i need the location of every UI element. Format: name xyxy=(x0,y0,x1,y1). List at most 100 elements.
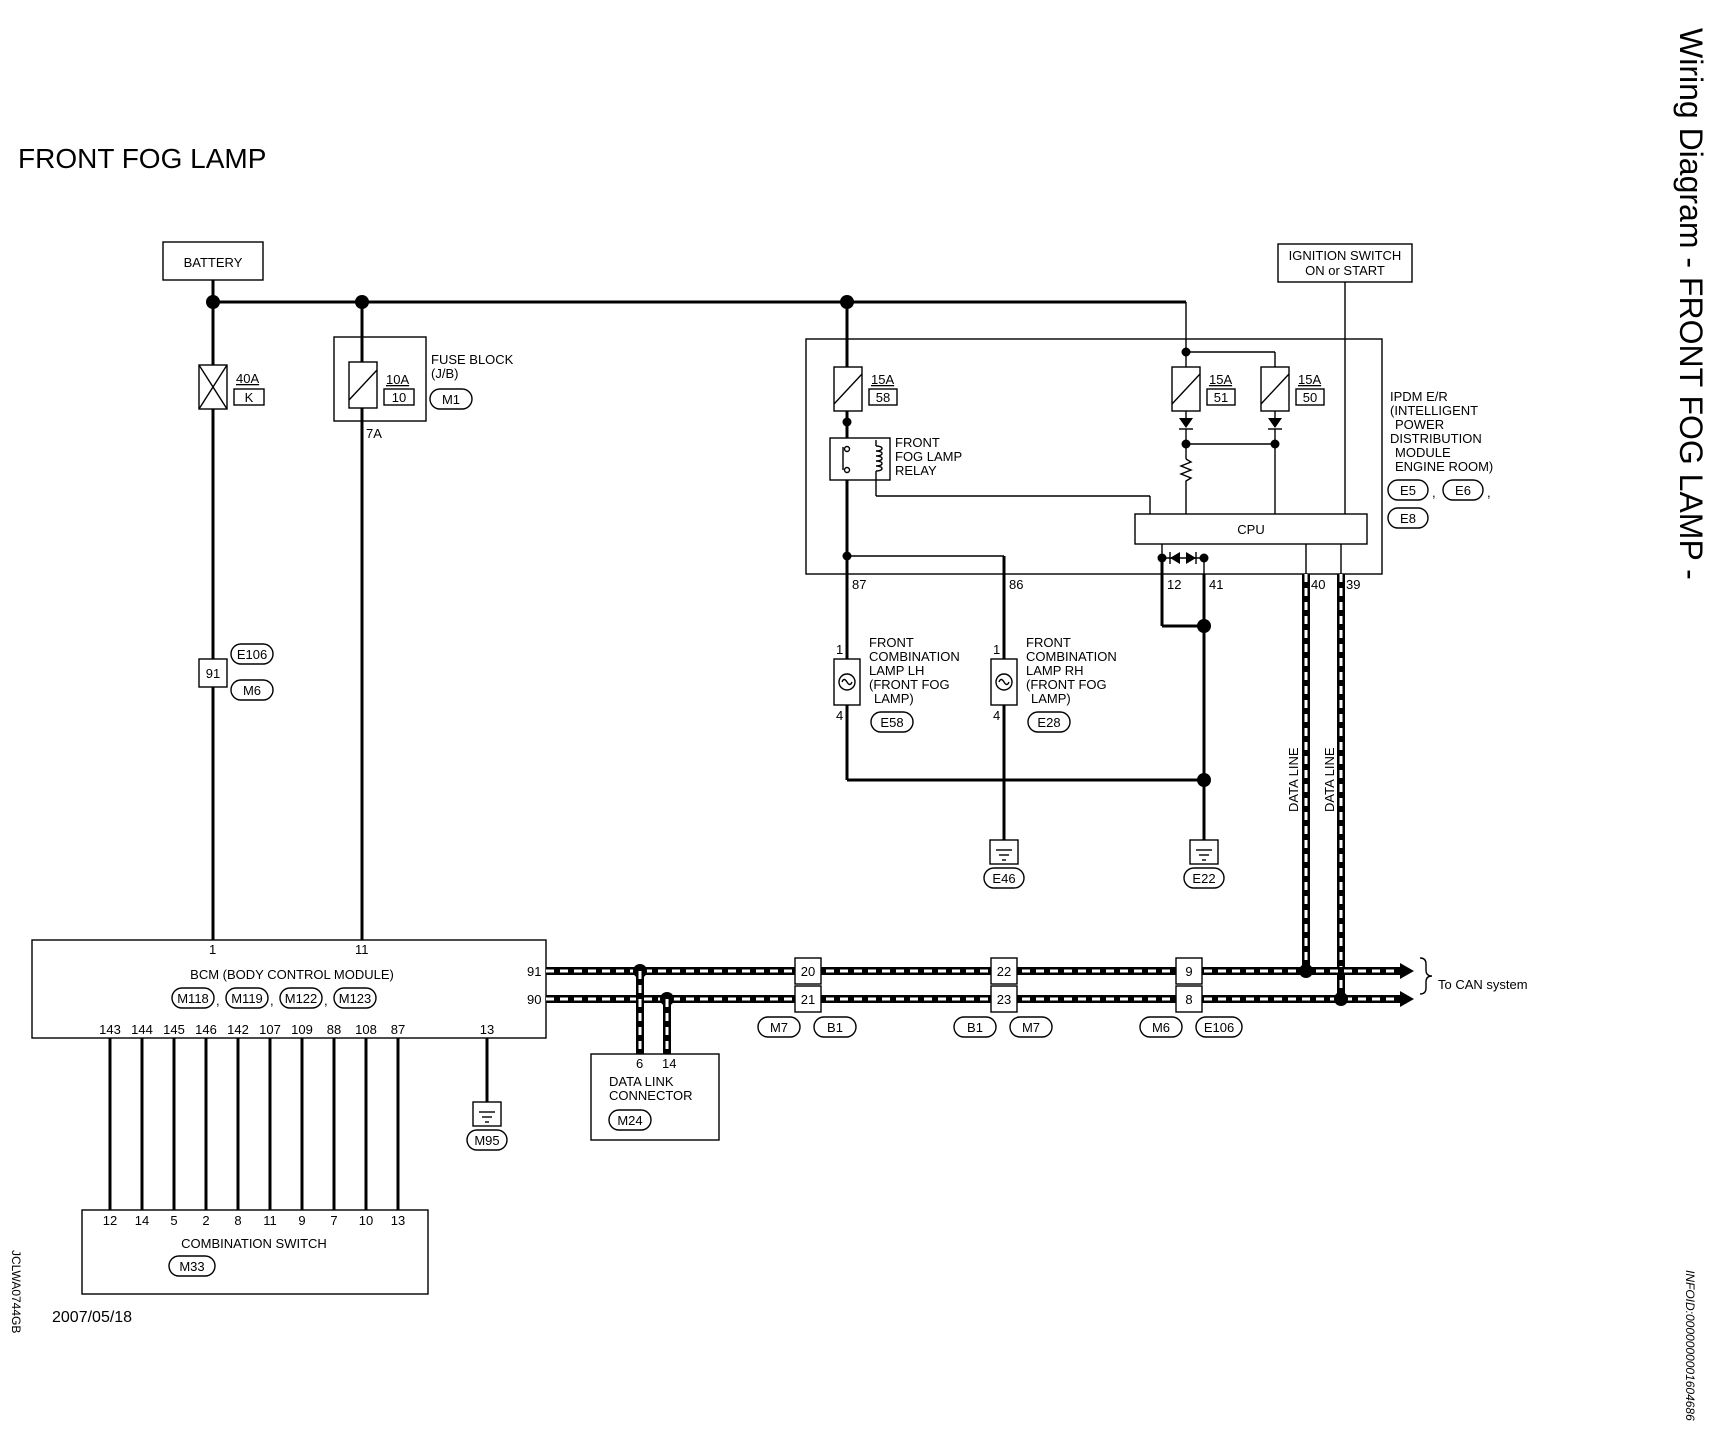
svg-text:145: 145 xyxy=(163,1022,185,1037)
svg-text:K: K xyxy=(245,390,254,405)
svg-text:91: 91 xyxy=(206,666,220,681)
svg-text:90: 90 xyxy=(527,992,541,1007)
data-line-label-2: DATA LINE xyxy=(1322,747,1337,812)
svg-text:13: 13 xyxy=(391,1213,405,1228)
svg-text:108: 108 xyxy=(355,1022,377,1037)
svg-text:FRONT: FRONT xyxy=(1026,635,1071,650)
svg-text:LAMP): LAMP) xyxy=(1031,691,1071,706)
svg-text:15A: 15A xyxy=(1209,372,1232,387)
front-fog-lamp-lh: 1 4 FRONT COMBINATION LAMP LH (FRONT FOG… xyxy=(833,635,960,733)
svg-text:20: 20 xyxy=(801,964,815,979)
svg-text:146: 146 xyxy=(195,1022,217,1037)
svg-text:91: 91 xyxy=(527,964,541,979)
svg-text:143: 143 xyxy=(99,1022,121,1037)
svg-text:8: 8 xyxy=(1185,992,1192,1007)
svg-text:CONNECTOR: CONNECTOR xyxy=(609,1088,693,1103)
svg-text:,: , xyxy=(1487,485,1491,500)
svg-text:22: 22 xyxy=(997,964,1011,979)
front-fog-lamp-rh: 1 4 FRONT COMBINATION LAMP RH (FRONT FOG… xyxy=(990,635,1117,733)
svg-text:15A: 15A xyxy=(871,372,894,387)
front-fog-lamp-relay: FRONT FOG LAMP RELAY xyxy=(829,422,1151,516)
can-joint-b1-m7: 22 23 B1 M7 xyxy=(953,957,1053,1038)
svg-text:E8: E8 xyxy=(1400,511,1416,526)
svg-text:41: 41 xyxy=(1209,577,1223,592)
svg-text:B1: B1 xyxy=(827,1020,843,1035)
svg-text:142: 142 xyxy=(227,1022,249,1037)
svg-text:14: 14 xyxy=(662,1056,676,1071)
svg-text:1: 1 xyxy=(993,642,1000,657)
svg-text:51: 51 xyxy=(1214,390,1228,405)
svg-text:1: 1 xyxy=(209,942,216,957)
svg-text:E106: E106 xyxy=(237,647,267,662)
svg-text:M24: M24 xyxy=(617,1113,642,1128)
svg-text:23: 23 xyxy=(997,992,1011,1007)
svg-text:E5: E5 xyxy=(1400,483,1416,498)
svg-text:E106: E106 xyxy=(1204,1020,1234,1035)
svg-text:LAMP LH: LAMP LH xyxy=(869,663,924,678)
svg-text:FUSE BLOCK: FUSE BLOCK xyxy=(431,352,514,367)
svg-text:88: 88 xyxy=(327,1022,341,1037)
svg-text:E22: E22 xyxy=(1192,871,1215,886)
svg-text:MODULE: MODULE xyxy=(1395,445,1451,460)
can-joint-m6-e106: 9 8 M6 E106 xyxy=(1139,957,1243,1038)
svg-text:M33: M33 xyxy=(179,1259,204,1274)
svg-text:M6: M6 xyxy=(1152,1020,1170,1035)
svg-text:DATA LINK: DATA LINK xyxy=(609,1074,674,1089)
svg-text:4: 4 xyxy=(993,708,1000,723)
svg-text:E28: E28 xyxy=(1037,715,1060,730)
svg-text:10: 10 xyxy=(392,390,406,405)
diagram-date: 2007/05/18 xyxy=(52,1309,132,1326)
diagram-code-left: JCLWA0744GB xyxy=(9,1250,23,1333)
svg-text:4: 4 xyxy=(836,708,843,723)
inline-connector-e106-m6: 91 E106 M6 xyxy=(198,643,274,701)
svg-text:IPDM E/R: IPDM E/R xyxy=(1390,389,1448,404)
svg-text:BCM (BODY CONTROL MODULE): BCM (BODY CONTROL MODULE) xyxy=(190,967,394,982)
svg-text:86: 86 xyxy=(1009,577,1023,592)
diagram-code-right: INFOID:0000000001604686 xyxy=(1683,1270,1697,1421)
svg-text:9: 9 xyxy=(298,1213,305,1228)
fuse-block: 10A 10 FUSE BLOCK (J/B) M1 7A xyxy=(333,302,514,946)
svg-text:M119: M119 xyxy=(231,991,263,1006)
svg-text:,: , xyxy=(1432,485,1436,500)
svg-text:(INTELLIGENT: (INTELLIGENT xyxy=(1390,403,1478,418)
fusible-link-40a: 40A K xyxy=(198,364,265,410)
combination-switch-harness xyxy=(108,1038,400,1210)
svg-text:LAMP RH: LAMP RH xyxy=(1026,663,1084,678)
svg-text:7: 7 xyxy=(330,1213,337,1228)
can-joint-m7-b1: 20 21 M7 B1 xyxy=(757,957,857,1038)
can-bus: To CAN system xyxy=(546,957,1528,1054)
svg-text:11: 11 xyxy=(263,1213,277,1228)
svg-text:ENGINE ROOM): ENGINE ROOM) xyxy=(1395,459,1493,474)
svg-text:(J/B): (J/B) xyxy=(431,366,458,381)
svg-text:ON or START: ON or START xyxy=(1305,263,1385,278)
page-title: FRONT FOG LAMP xyxy=(18,143,266,174)
battery-label: BATTERY xyxy=(184,255,243,270)
ground-e22: E22 xyxy=(1183,839,1225,889)
svg-text:11: 11 xyxy=(355,942,369,957)
data-link-connector: 6 14 DATA LINK CONNECTOR M24 xyxy=(590,1053,720,1141)
ground-m95: M95 xyxy=(466,1101,508,1151)
side-title: Wiring Diagram - FRONT FOG LAMP - xyxy=(1673,28,1709,580)
svg-text:14: 14 xyxy=(135,1213,149,1228)
bcm: 1 11 BCM (BODY CONTROL MODULE) M118 , M1… xyxy=(31,939,547,1039)
svg-text:8: 8 xyxy=(234,1213,241,1228)
svg-text:39: 39 xyxy=(1346,577,1360,592)
svg-text:COMBINATION: COMBINATION xyxy=(1026,649,1117,664)
svg-text:6: 6 xyxy=(636,1056,643,1071)
svg-text:(FRONT FOG: (FRONT FOG xyxy=(869,677,950,692)
svg-text:12: 12 xyxy=(103,1213,117,1228)
svg-text:87: 87 xyxy=(391,1022,405,1037)
svg-text:9: 9 xyxy=(1185,964,1192,979)
svg-text:50: 50 xyxy=(1303,390,1317,405)
svg-text:M7: M7 xyxy=(1022,1020,1040,1035)
svg-text:M7: M7 xyxy=(770,1020,788,1035)
svg-text:107: 107 xyxy=(259,1022,281,1037)
svg-text:M6: M6 xyxy=(243,683,261,698)
svg-text:5: 5 xyxy=(170,1213,177,1228)
battery: BATTERY xyxy=(162,241,264,281)
svg-text:7A: 7A xyxy=(366,426,382,441)
svg-text:12: 12 xyxy=(1167,577,1181,592)
svg-text:E6: E6 xyxy=(1455,483,1471,498)
can-system-label: To CAN system xyxy=(1438,977,1528,992)
